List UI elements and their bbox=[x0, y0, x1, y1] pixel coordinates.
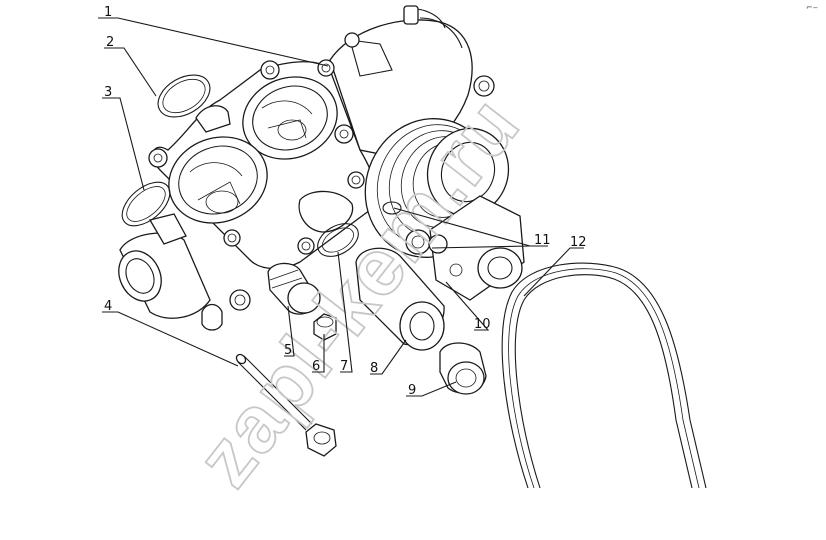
callout-9: 9 bbox=[408, 383, 416, 398]
callout-12: 12 bbox=[570, 235, 587, 250]
callout-11: 11 bbox=[534, 233, 551, 248]
callout-8: 8 bbox=[370, 361, 378, 376]
cap-nut bbox=[439, 342, 487, 395]
callout-6: 6 bbox=[312, 359, 320, 374]
o-ring-11 bbox=[382, 201, 402, 215]
o-ring-2 bbox=[157, 74, 211, 118]
callout-2: 2 bbox=[106, 35, 114, 50]
corner-mark: ⌐‒ bbox=[806, 3, 818, 12]
outlet-pipe bbox=[118, 213, 251, 331]
tensioner-bracket bbox=[405, 195, 525, 301]
drive-belt bbox=[501, 262, 707, 489]
idler-roller bbox=[355, 247, 445, 351]
callout-10: 10 bbox=[474, 317, 491, 332]
o-ring-3 bbox=[121, 181, 171, 227]
callout-1: 1 bbox=[104, 5, 112, 20]
callout-3: 3 bbox=[104, 85, 112, 100]
callout-7: 7 bbox=[340, 359, 348, 374]
leader-lines bbox=[98, 17, 584, 397]
small-plug bbox=[313, 313, 337, 341]
long-bolt bbox=[235, 353, 337, 457]
sensor-plug bbox=[267, 262, 321, 315]
thermostat-housing bbox=[148, 5, 495, 270]
callout-5: 5 bbox=[284, 343, 292, 358]
callout-labels: 1 2 3 4 5 6 7 8 9 10 11 12 bbox=[104, 5, 587, 398]
o-ring-7 bbox=[317, 223, 359, 257]
callout-4: 4 bbox=[104, 299, 112, 314]
